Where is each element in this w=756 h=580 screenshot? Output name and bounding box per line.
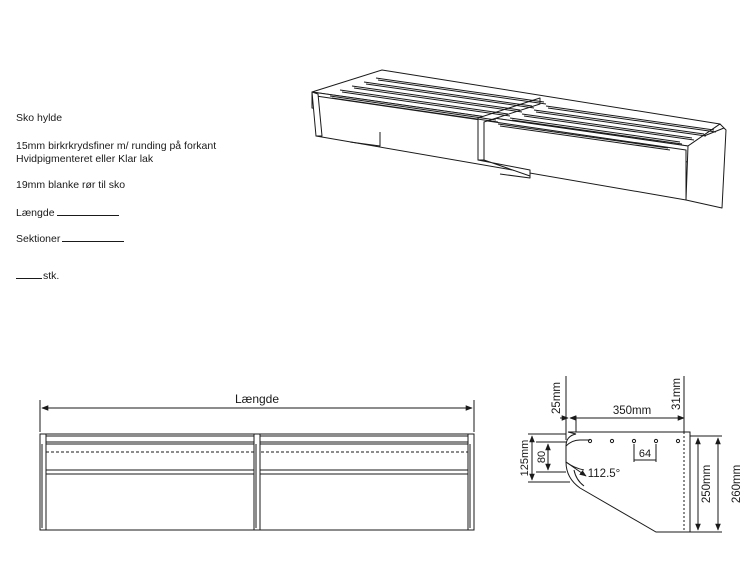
dim-back-offset: 31mm	[671, 378, 683, 410]
dim-total-height: 260mm	[731, 465, 743, 503]
side-tube-holes	[587, 438, 681, 444]
side-view	[528, 376, 722, 533]
front-post-left	[39, 433, 47, 531]
dim-angle: 112.5°	[588, 468, 621, 480]
dim-top-offset: 25mm	[551, 382, 563, 414]
iso-tubes-right	[497, 105, 717, 151]
front-post-right	[467, 433, 475, 531]
dim-inner-height: 250mm	[701, 465, 713, 503]
dim-depth: 350mm	[613, 405, 651, 417]
iso-left-panel	[311, 91, 323, 137]
spec-tubes: 19mm blanke rør til sko	[16, 179, 126, 191]
spec-length-label: Længde	[16, 207, 55, 219]
length-blank	[56, 205, 119, 216]
dim-hole-spacing: 64	[639, 448, 651, 460]
spec-finish: Hvidpigmenteret eller Klar lak	[16, 153, 154, 165]
quantity-blank	[16, 268, 42, 279]
dim-front-height: 125mm	[519, 440, 531, 477]
spec-material: 15mm birkrkrydsfiner m/ runding på forka…	[16, 140, 217, 152]
iso-tubes-left	[329, 77, 547, 123]
spec-length-field: Længde	[16, 205, 119, 220]
iso-end-panel	[685, 123, 727, 209]
spec-quantity-field: stk.	[16, 268, 59, 283]
front-view	[39, 400, 475, 531]
sections-blank	[62, 231, 125, 242]
isometric-view	[311, 69, 727, 209]
dim-front-inner: 80	[536, 451, 548, 463]
spec-quantity-label: stk.	[43, 270, 60, 282]
spec-title: Sko hylde	[16, 112, 63, 124]
front-length-label: Længde	[235, 392, 279, 406]
spec-sections-field: Sektioner	[16, 231, 125, 246]
spec-sections-label: Sektioner	[16, 233, 61, 245]
front-post-mid	[253, 433, 261, 531]
side-panel-outline	[565, 431, 691, 533]
